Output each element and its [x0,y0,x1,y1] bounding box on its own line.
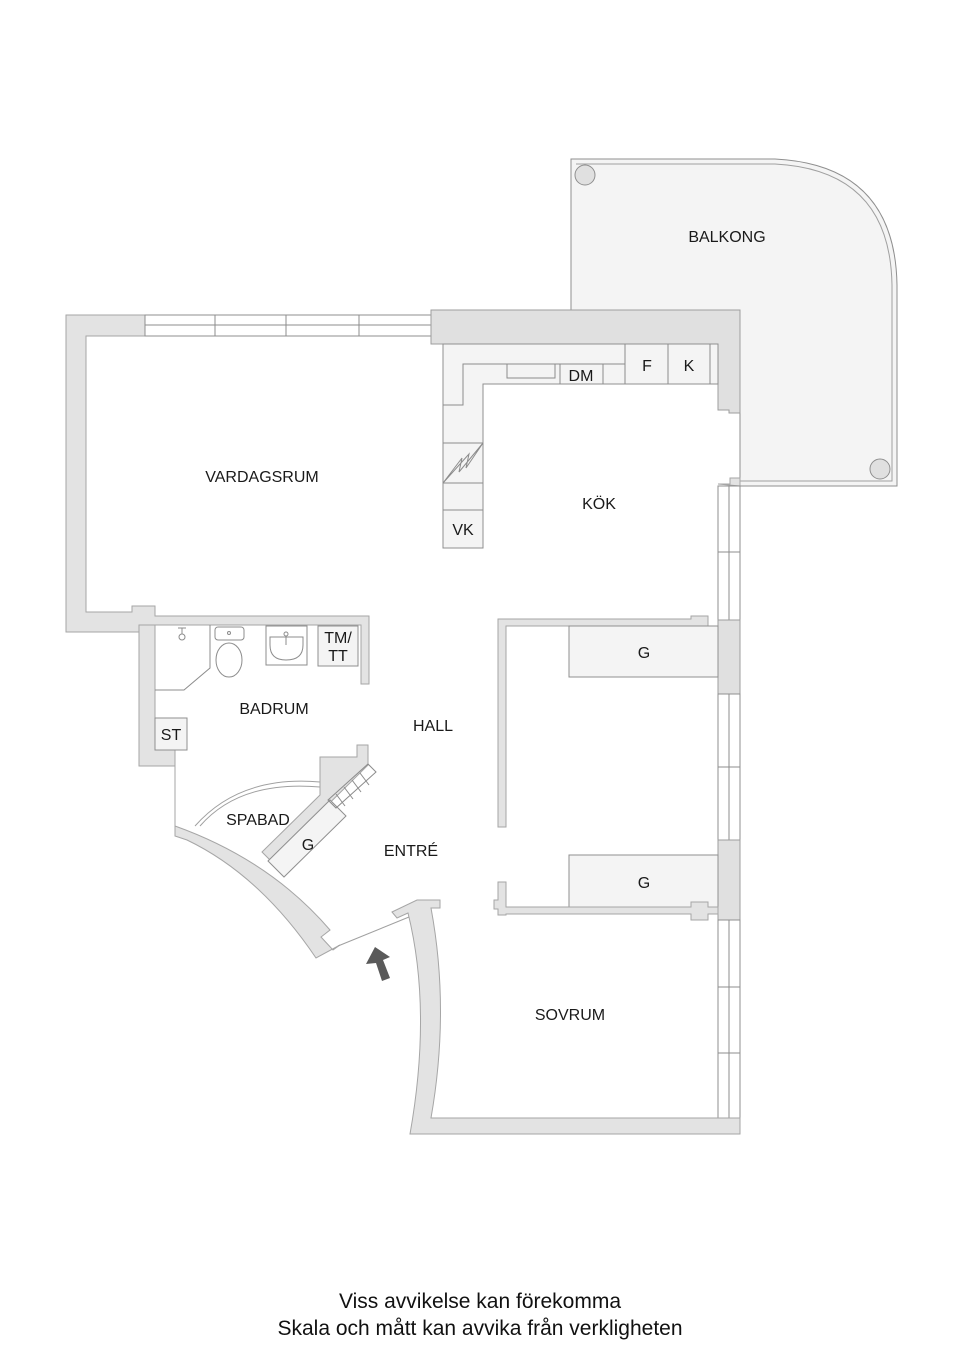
bedroom-outer-walls [391,899,741,1135]
bedroom-walls: G G [493,615,719,921]
shower-icon [178,627,186,641]
closet-g-upper: G [638,645,650,662]
fixture-tm: TM/ [324,630,352,647]
room-label-hall: HALL [413,718,453,735]
fixture-tt: TT [328,648,348,665]
toilet-icon [214,626,245,678]
stove-icon [442,442,484,484]
room-label-kok: KÖK [582,495,616,513]
kitchen-counters: DM F K VK [442,343,719,549]
room-label-sovrum: SOVRUM [535,1007,605,1024]
room-label-balkong: BALKONG [688,229,765,246]
shoe-rack-icon [327,763,377,809]
bathroom: ST TM/ TT BADRUM [138,624,359,767]
room-label-vardagsrum: VARDAGSRUM [205,469,319,486]
entrance-arrow-icon [366,947,390,981]
sink-icon [265,625,308,666]
room-label-spabad: SPABAD [226,812,290,829]
fixture-f: F [642,358,652,375]
room-label-entre: ENTRÉ [384,841,438,860]
balcony-column-icon [574,164,596,186]
right-exterior-wall [717,477,741,1119]
spa-and-entrance-walls: G SPABAD [174,744,410,959]
balcony: BALKONG [570,158,898,487]
room-label-badrum: BADRUM [239,701,308,718]
fixture-vk: VK [452,522,474,539]
living-room-walls [65,309,741,685]
closet-g-lower: G [638,875,650,892]
balcony-column-icon [869,458,891,480]
disclaimer-line-2: Skala och mått kan avvika från verklighe… [277,1317,683,1340]
fixture-st: ST [161,727,182,744]
disclaimer-line-1: Viss avvikelse kan förekomma [338,1290,622,1313]
fixture-k: K [684,358,695,375]
fixture-dm: DM [569,368,594,385]
fixture-g-entre: G [302,837,314,854]
